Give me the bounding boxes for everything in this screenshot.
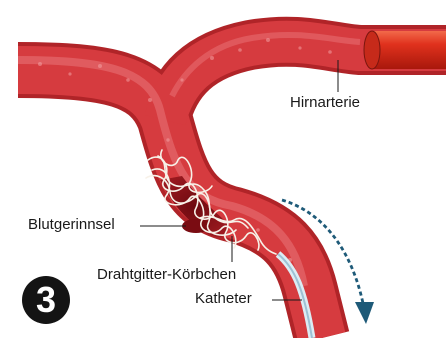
basket-label: Drahtgitter-Körbchen — [97, 266, 236, 283]
catheter-label: Katheter — [195, 290, 252, 307]
artery-tube — [364, 31, 446, 69]
artery-label: Hirnarterie — [290, 94, 360, 111]
clot-label: Blutgerinnsel — [28, 216, 115, 233]
step-number-badge: 3 — [22, 276, 70, 324]
